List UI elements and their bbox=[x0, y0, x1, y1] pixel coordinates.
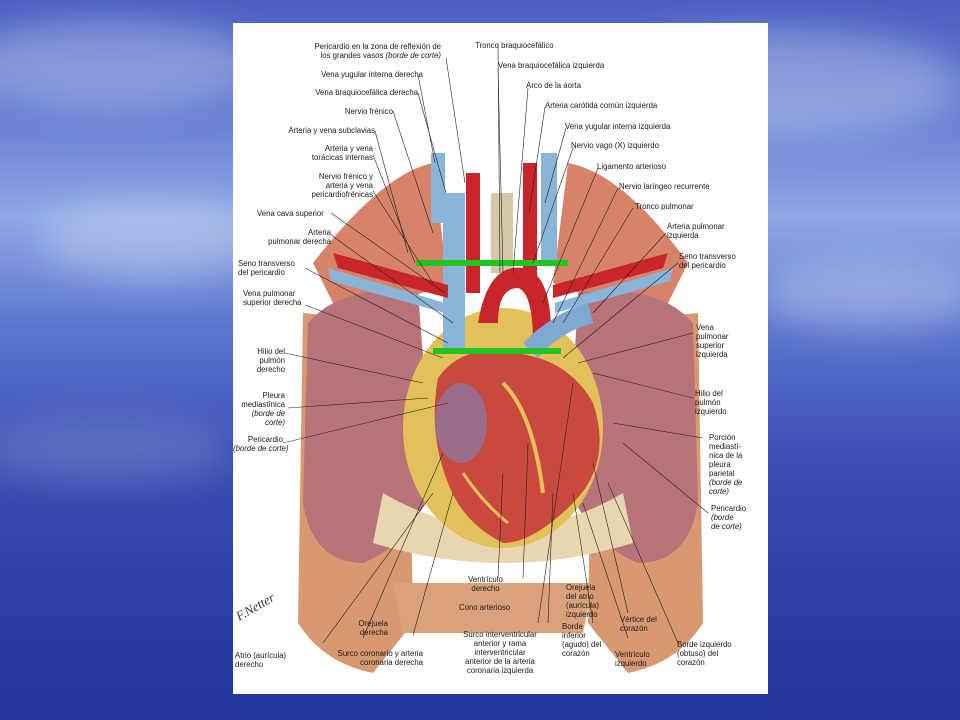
aortic-arch bbox=[478, 267, 552, 343]
right-auricle bbox=[435, 383, 487, 463]
label-surco-interventricular: Surco interventricular anterior y rama i… bbox=[463, 630, 537, 675]
heart-illustration: F.Netter bbox=[233, 44, 709, 673]
label-pericardio-reflexion: Pericardio en la zona de reflexión de lo… bbox=[314, 42, 441, 60]
label-arteria-vena-subclavias: Arteria y vena subclavias bbox=[288, 126, 375, 135]
label-orejuela-der: Orejuela derecha bbox=[358, 619, 388, 637]
label-arteria-carotida: Arteria carótida común izquierda bbox=[545, 101, 658, 110]
left-subclavian-vein bbox=[555, 268, 673, 313]
label-vena-pulm-sup-izq: Vena pulmonar superior izquierda bbox=[696, 323, 729, 359]
label-ligamento-arterioso: Ligamento arterioso bbox=[597, 162, 666, 171]
right-subclavian-vein bbox=[328, 268, 445, 313]
label-vena-braquio-der: Vena braquiocefálica derecha bbox=[315, 88, 418, 97]
coronary-sulcus bbox=[461, 472, 509, 525]
cloud-decoration bbox=[760, 260, 960, 330]
left-subclavian-artery bbox=[553, 253, 668, 298]
brachiocephalic-trunk bbox=[466, 173, 480, 293]
label-hilio-der: Hilio del pulmón derecho bbox=[256, 347, 285, 374]
lower-thoracic-wall bbox=[393, 583, 593, 633]
label-borde-inferior: Borde inferior (agudo) del corazón bbox=[562, 622, 602, 658]
highlight-bar-lower bbox=[433, 348, 561, 354]
label-hilio-izq: Hilio del pulmón izquierdo bbox=[695, 389, 727, 416]
label-ventriculo-der: Ventrículo derecho bbox=[468, 575, 503, 593]
label-borde-izquierdo: Borde izquierdo (obtuso) del corazón bbox=[677, 640, 732, 667]
left-jugular-vein bbox=[541, 153, 557, 263]
right-jugular-vein bbox=[431, 153, 445, 223]
label-seno-transverso-der: Seno transverso del pericardio bbox=[238, 259, 295, 277]
cloud-decoration bbox=[40, 200, 260, 280]
label-vena-braquio-izq: Vena braquiocefálica izquierda bbox=[498, 61, 605, 70]
label-vertice: Vértice del corazón bbox=[620, 615, 657, 633]
highlight-bar-upper bbox=[416, 260, 568, 266]
right-subclavian-artery bbox=[333, 253, 448, 298]
label-pleura-mediastinica: Pleura mediastínica (borde de corte) bbox=[241, 391, 285, 427]
label-nervio-vago: Nervio vago (X) izquierdo bbox=[571, 141, 659, 150]
label-nervio-frenico-peri: Nervio frénico y arteria y vena pericard… bbox=[311, 172, 373, 199]
label-vena-yugular-izq: Vena yugular interna izquierda bbox=[565, 122, 671, 131]
label-ventriculo-izq: Ventrículo izquierdo bbox=[615, 650, 650, 668]
pulmonary-trunk bbox=[523, 303, 593, 358]
label-vena-pulm-sup-der: Vena pulmonar superior derecha bbox=[243, 289, 302, 307]
cloud-decoration bbox=[0, 20, 260, 110]
label-arteria-pulm-izq: Arteria pulmonar izquierda bbox=[667, 222, 725, 240]
label-pericardio-izq: Pericardio (borde de corte) bbox=[711, 504, 747, 531]
right-lung bbox=[303, 291, 433, 563]
label-vena-yugular-der: Vena yugular interna derecha bbox=[321, 70, 423, 79]
anterior-interventricular-sulcus bbox=[501, 381, 545, 494]
leader-lines bbox=[282, 44, 709, 644]
label-atrio-der: Atrio (aurícula) derecho bbox=[235, 651, 287, 669]
label-arco-aorta: Arco de la aorta bbox=[526, 81, 582, 90]
label-nervio-laringeo: Nervio laríngeo recurrente bbox=[619, 182, 710, 191]
label-cono-arterioso: Cono arterioso bbox=[459, 603, 511, 612]
label-tronco-pulmonar: Tronco pulmonar bbox=[635, 202, 694, 211]
label-tronco-braquiocefalico: Tronco braquiocefálico bbox=[475, 41, 554, 50]
label-seno-transverso-izq: Seno transverso del pericardio bbox=[679, 252, 736, 270]
superior-vena-cava bbox=[443, 193, 465, 353]
left-carotid-artery bbox=[523, 163, 537, 283]
cloud-decoration bbox=[0, 420, 230, 480]
anatomy-figure: F.Netter Pericardio en la zona de reflex… bbox=[233, 23, 768, 694]
label-orejuela-atrio-izq: Orejuela del atrio (aurícula) izquierdo bbox=[566, 583, 599, 619]
label-surco-coronario: Surco coronario y arteria coronaria dere… bbox=[337, 649, 423, 667]
label-nervio-frenico: Nervio frénico bbox=[344, 107, 393, 116]
label-porcion-mediastinica: Porción mediastí- nica de la pleura pari… bbox=[709, 433, 743, 496]
label-arteria-pulm-der: Arteria pulmonar derecha bbox=[268, 228, 331, 246]
label-toracicas-internas: Arteria y vena torácicas internas bbox=[311, 144, 373, 162]
label-vena-cava-superior: Vena cava superior bbox=[257, 209, 324, 218]
artist-signature: F.Netter bbox=[233, 589, 278, 624]
label-pericardio-der: Pericardio (borde de corte) bbox=[233, 435, 289, 453]
